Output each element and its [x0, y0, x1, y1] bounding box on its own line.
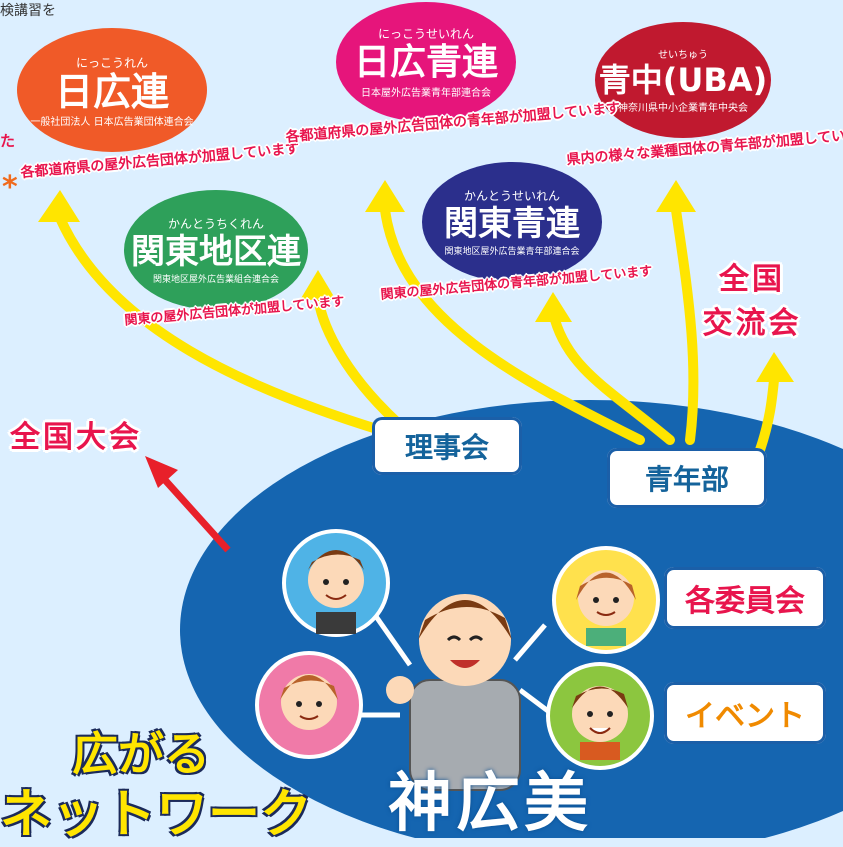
org-nikkoren: にっこうれん 日広連 一般社団法人 日本広告業団体連合会 [22, 32, 202, 150]
org-sub: 関東地区屋外広告業青年部連合会 [444, 247, 580, 257]
org-ruby: にっこうせいれん [377, 27, 474, 41]
kantoseiren-ellipse [422, 162, 602, 282]
seichu-ellipse [595, 22, 771, 138]
person-businessman [282, 529, 390, 637]
rijikai-box: 理事会 [372, 417, 522, 475]
zenkoku-taikai-label: 全国大会 [10, 420, 142, 455]
org-sub: 一般社団法人 日本広告業団体連合会 [30, 117, 194, 128]
top-left-fragment: 検講習を [0, 3, 56, 19]
arrow-head-kantoseiren [535, 292, 572, 322]
arrow-to-kantochikuren [313, 290, 405, 430]
arrow-to-zenkoku-koryukai [755, 375, 779, 455]
arrow-head-kantochikuren [300, 270, 336, 300]
zenkoku-line2: 交流会 [702, 306, 802, 341]
nikkoseiren-ellipse [336, 2, 516, 122]
org-ruby: にっこうれん [75, 56, 148, 70]
central-character [386, 594, 521, 791]
network-label: ネットワーク [0, 785, 313, 845]
arrow-head-seichu [656, 180, 696, 212]
arrow-head-zenkoku-taikai [145, 456, 178, 488]
top-left-fragment-2: た [0, 132, 16, 150]
org-name: 関東地区連 [131, 232, 301, 272]
yellow-arrows [38, 180, 794, 455]
nikkoren-ellipse [17, 28, 207, 152]
kanbimi-label: 神広美 [388, 767, 592, 841]
arrow-to-kantoseiren [550, 315, 675, 445]
org-sub: 日本屋外広告業青年部連合会 [361, 88, 491, 99]
org-ruby: かんとうせいれん [463, 189, 560, 203]
arrow-to-zenkoku-taikai [162, 477, 231, 553]
org-ruby: かんとうちくれん [167, 217, 264, 231]
event-box: イベント [664, 682, 826, 744]
org-name: 関東青連 [444, 204, 580, 244]
asterisk-icon: * [2, 170, 18, 205]
kakuiinkai-box: 各委員会 [664, 567, 826, 629]
zenkoku-line1: 全国 [719, 262, 785, 297]
org-nikkoseiren: にっこうせいれん 日広青連 日本屋外広告業青年部連合会 [338, 6, 514, 118]
seinenbu-box: 青年部 [607, 448, 767, 508]
hirogaru-label: 広がる [72, 727, 210, 781]
arrow-to-nikkoseiren [380, 205, 645, 445]
org-sub: 関東地区屋外広告業組合連合会 [152, 275, 279, 285]
arrow-head-nikkoren [38, 190, 80, 222]
org-sub: 神奈川県中小企業青年中央会 [618, 103, 748, 114]
arrow-head-nikkoseiren [365, 180, 405, 212]
org-name: 日広青連 [353, 42, 498, 83]
arrow-head-zenkoku-koryukai [756, 352, 794, 382]
org-ruby: せいちゅう [658, 50, 708, 61]
person-man-right [546, 662, 654, 770]
org-name: 青中(UBA) [598, 61, 768, 99]
org-name: 日広連 [54, 70, 169, 114]
arrow-to-seichu [671, 205, 699, 445]
person-woman-right [552, 546, 660, 654]
arrow-to-nikkoren [55, 213, 385, 435]
org-seichu: せいちゅう 青中(UBA) 神奈川県中小企業青年中央会 [597, 24, 769, 136]
org-kantochikuren: かんとうちくれん 関東地区連 関東地区屋外広告業組合連合会 [126, 194, 306, 306]
org-kantoseiren: かんとうせいれん 関東青連 関東地区屋外広告業青年部連合会 [424, 166, 600, 278]
kantochikuren-ellipse [124, 190, 308, 310]
zenkoku-koryukai-label: 全国 交流会 [692, 258, 812, 346]
person-woman-left [255, 651, 363, 759]
